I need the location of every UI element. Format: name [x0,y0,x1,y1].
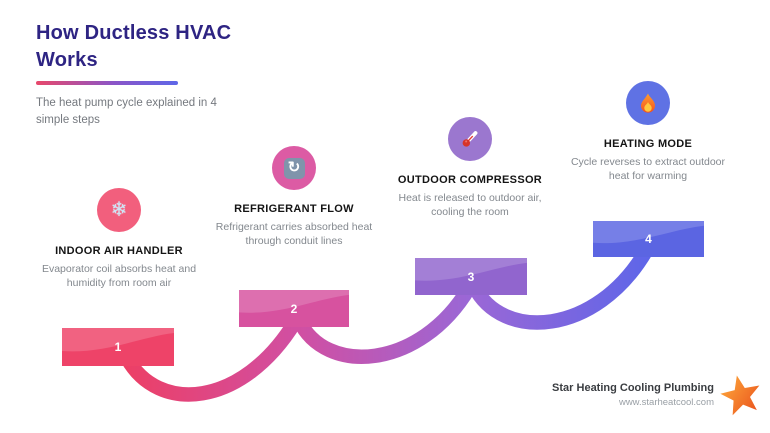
step-3: OUTDOOR COMPRESSOR Heat is released to o… [385,117,555,219]
subtitle: The heat pump cycle explained in 4 simpl… [36,97,217,126]
website-url: www.starheatcool.com [618,397,714,408]
block-highlight [593,221,704,244]
step-block-4: 4 [593,221,704,257]
block-highlight [239,290,349,313]
step-1-icon-circle: ❄ [97,188,141,232]
step-number: 3 [467,269,475,284]
company-name: Star Heating Cooling Plumbing [552,382,714,394]
step-block-3: 3 [415,258,527,295]
curve-1-2 [119,314,303,402]
curve-3-4 [466,243,654,330]
step-1: ❄ INDOOR AIR HANDLER Evaporator coil abs… [34,188,204,290]
step-4-icon-circle [626,81,670,125]
curve-2-3 [291,280,477,364]
step-number: 4 [645,232,652,246]
flame-icon [641,93,655,113]
step-number: 1 [114,340,122,354]
step-3-title: OUTDOOR COMPRESSOR [397,174,543,186]
step-block-1: 1 [62,328,174,366]
footer-text: Star Heating Cooling Plumbing www.starhe… [552,382,714,408]
step-4-description: Cycle reverses to extract outdoor heat f… [570,156,726,182]
step-1-description: Evaporator coil absorbs heat and humidit… [41,263,197,289]
footer-brand: Star Heating Cooling Plumbing www.starhe… [552,374,762,416]
step-1-title: INDOOR AIR HANDLER [55,245,183,257]
page-title-line2: Works [36,49,98,71]
block-highlight [415,258,527,281]
thermometer-icon [462,131,478,147]
block-highlight [62,328,174,352]
page-title: How Ductless HVAC Works [36,20,266,74]
title-underline [36,81,178,85]
step-4-title: HEATING MODE [603,138,693,150]
snowflake-icon: ❄ [110,199,128,221]
step-2-title: REFRIGERANT FLOW [234,203,354,215]
page-title-line1: How Ductless HVAC [36,22,232,44]
step-3-description: Heat is released to outdoor air, cooling… [398,192,542,218]
step-2: ↻ REFRIGERANT FLOW Refrigerant carries a… [209,146,379,248]
step-block-2: 2 [239,290,349,327]
step-number: 2 [290,301,298,316]
refresh-cycle-icon: ↻ [283,157,305,179]
step-4: HEATING MODE Cycle reverses to extract o… [563,81,733,183]
header: How Ductless HVAC Works The heat pump cy… [36,20,266,129]
step-3-icon-circle [448,117,492,161]
step-2-icon-circle: ↻ [272,146,316,190]
step-2-description: Refrigerant carries absorbed heat throug… [215,221,373,247]
star-logo-icon [720,375,760,416]
